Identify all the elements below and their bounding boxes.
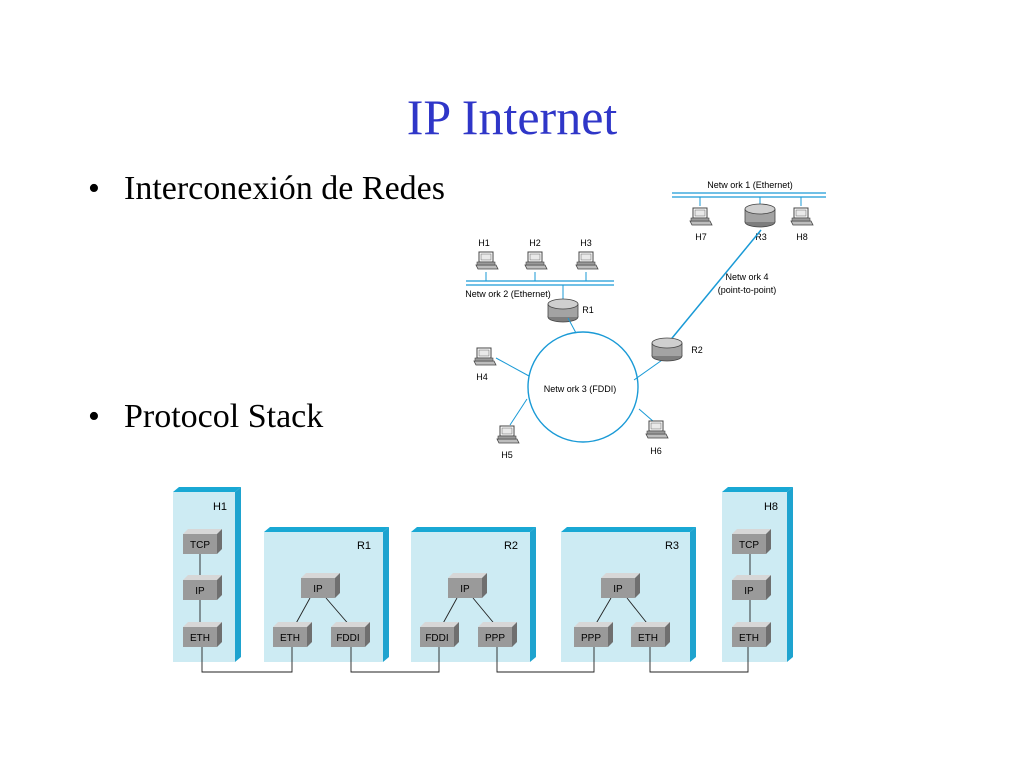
host-label-h6: H6: [650, 446, 662, 456]
svg-text:ETH: ETH: [638, 633, 658, 644]
layer-box-ppp: PPP: [574, 622, 613, 647]
network4-link: [667, 229, 762, 344]
network-wires: [201, 647, 749, 673]
svg-text:IP: IP: [460, 584, 470, 595]
node-label-h8: H8: [764, 501, 778, 513]
router-label-r2: R2: [691, 345, 703, 355]
node-label-h1: H1: [213, 501, 227, 513]
network1-bus: [672, 192, 826, 198]
bullet-marker: •: [88, 170, 100, 207]
svg-text:ETH: ETH: [739, 633, 759, 644]
svg-text:ETH: ETH: [280, 633, 300, 644]
layer-box-ip: IP: [183, 575, 222, 600]
bullet-text: Protocol Stack: [124, 398, 324, 435]
network2-label: Netw ork 2 (Ethernet): [465, 289, 551, 299]
svg-text:TCP: TCP: [739, 540, 759, 551]
router-label-r1: R1: [582, 305, 594, 315]
layer-box-ip: IP: [732, 575, 771, 600]
network4-label-line2: (point-to-point): [718, 285, 777, 295]
layer-box-eth: ETH: [732, 622, 771, 647]
node-label-r3: R3: [665, 540, 679, 552]
layer-box-eth: ETH: [631, 622, 670, 647]
layer-box-fddi: FDDI: [420, 622, 459, 647]
layer-box-ppp: PPP: [478, 622, 517, 647]
layer-box-eth: ETH: [273, 622, 312, 647]
network1-label: Netw ork 1 (Ethernet): [707, 180, 793, 190]
network2-bus: [466, 280, 614, 286]
network4-label-line1: Netw ork 4: [725, 272, 768, 282]
svg-text:FDDI: FDDI: [425, 633, 448, 644]
host-label-h5: H5: [501, 450, 513, 460]
router-label-r3: R3: [755, 232, 767, 242]
layer-box-tcp: TCP: [732, 529, 771, 554]
svg-text:PPP: PPP: [581, 633, 601, 644]
svg-text:ETH: ETH: [190, 633, 210, 644]
svg-text:PPP: PPP: [485, 633, 505, 644]
layer-box-ip: IP: [448, 573, 487, 598]
svg-text:FDDI: FDDI: [336, 633, 359, 644]
host-label-h8: H8: [796, 232, 808, 242]
layer-box-ip: IP: [601, 573, 640, 598]
layer-box-ip: IP: [301, 573, 340, 598]
svg-text:IP: IP: [195, 586, 205, 597]
host-label-h1: H1: [478, 238, 490, 248]
node-label-r2: R2: [504, 540, 518, 552]
bullet-text: Interconexión de Redes: [124, 170, 445, 207]
network3-label: Netw ork 3 (FDDI): [544, 384, 617, 394]
bullet-interconnection: • Interconexión de Redes: [88, 170, 445, 208]
layer-box-eth: ETH: [183, 622, 222, 647]
host-label-h7: H7: [695, 232, 707, 242]
layer-box-tcp: TCP: [183, 529, 222, 554]
host-label-h3: H3: [580, 238, 592, 248]
bullet-protocol-stack: • Protocol Stack: [88, 398, 323, 436]
host-label-h4: H4: [476, 372, 488, 382]
layer-box-fddi: FDDI: [331, 622, 370, 647]
bullet-marker: •: [88, 398, 100, 435]
node-label-r1: R1: [357, 540, 371, 552]
network3-fddi-ring: [527, 331, 639, 443]
svg-text:IP: IP: [313, 584, 323, 595]
slide-title: IP Internet: [406, 89, 618, 145]
svg-text:TCP: TCP: [190, 540, 210, 551]
svg-text:IP: IP: [744, 586, 754, 597]
svg-text:IP: IP: [613, 584, 623, 595]
host-label-h2: H2: [529, 238, 541, 248]
